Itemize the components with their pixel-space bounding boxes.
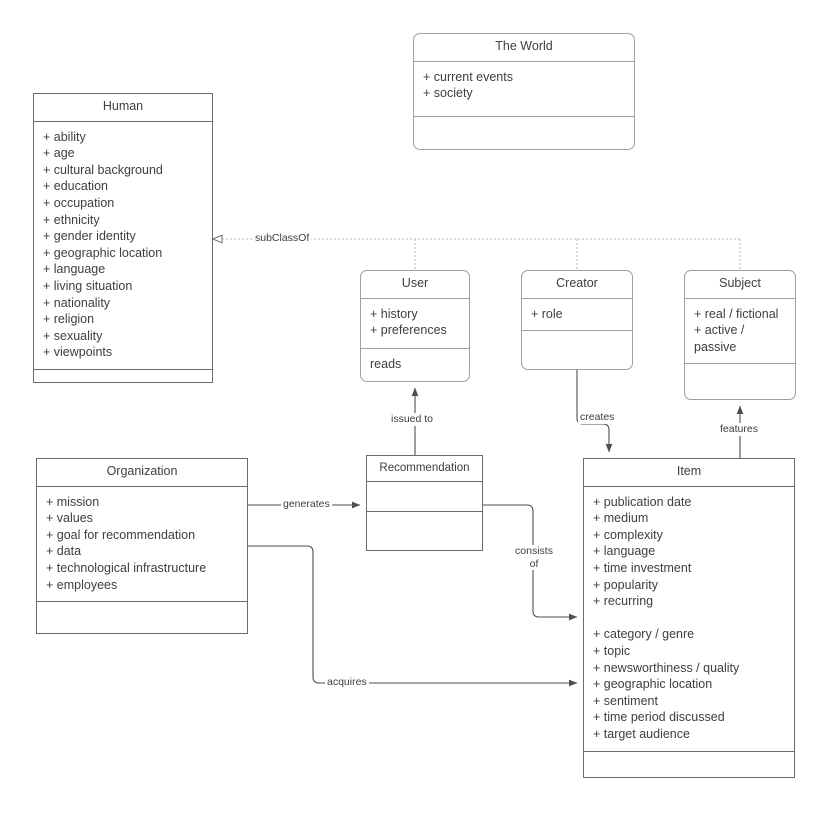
class-operations-creator: [522, 331, 632, 369]
class-box-human[interactable]: Human + ability + age + cultural backgro…: [33, 93, 213, 383]
attribute-item: + target audience: [593, 726, 690, 741]
edge-label-consists-of: consists of: [509, 545, 559, 570]
attribute-item: + geographic location: [43, 245, 163, 260]
edge-label-line: of: [529, 557, 539, 570]
attribute-item: + ethnicity: [43, 212, 100, 227]
edge-label-subclassof: subClassOf: [253, 232, 312, 245]
attribute-item: + living situation: [43, 278, 133, 293]
class-attributes-item: + publication date + medium + complexity…: [584, 487, 794, 752]
attribute-item: + goal for recommendation: [46, 527, 196, 542]
class-title-human: Human: [34, 94, 212, 122]
attribute-item: + geographic location: [593, 677, 713, 692]
operation-item: reads: [370, 357, 402, 372]
class-operations-subject: [685, 364, 795, 399]
class-attributes-recommendation: [367, 482, 482, 512]
class-operations-recommendation: [367, 512, 482, 550]
class-attributes-user: + history + preferences: [361, 299, 469, 350]
attribute-item: + topic: [593, 643, 631, 658]
class-title-subject: Subject: [685, 271, 795, 299]
attribute-item: + time investment: [593, 561, 692, 575]
attribute-spacer: [593, 610, 785, 627]
attribute-item: + sentiment: [593, 693, 658, 708]
class-box-subject[interactable]: Subject + real / fictional + active / pa…: [684, 270, 796, 400]
class-title-creator: Creator: [522, 271, 632, 299]
attribute-item: + complexity: [593, 527, 663, 542]
class-title-recommendation: Recommendation: [367, 456, 482, 483]
class-attributes-the-world: + current events + society: [414, 62, 634, 117]
attribute-item: + occupation: [43, 196, 115, 210]
class-box-organization[interactable]: Organization + mission + values + goal f…: [36, 458, 248, 634]
edge-label-issued-to: issued to: [389, 413, 436, 426]
attribute-item: + category / genre: [593, 627, 695, 642]
attribute-item: + society: [423, 86, 473, 101]
class-box-recommendation[interactable]: Recommendation: [366, 455, 483, 551]
attribute-item: + newsworthiness / quality: [593, 660, 740, 675]
class-operations-the-world: [414, 117, 634, 149]
attribute-item: + real / fictional: [694, 306, 779, 321]
class-title-item: Item: [584, 459, 794, 487]
attribute-item: + preferences: [370, 323, 447, 338]
attribute-item: + publication date: [593, 494, 692, 509]
attribute-item: + popularity: [593, 577, 658, 592]
class-box-the-world[interactable]: The World + current events + society: [413, 33, 635, 150]
class-title-organization: Organization: [37, 459, 247, 487]
attribute-item: + sexuality: [43, 328, 103, 343]
attribute-item: + nationality: [43, 295, 111, 310]
edge-label-line: consists: [515, 545, 553, 557]
class-attributes-subject: + real / fictional + active / passive: [685, 299, 795, 365]
class-attributes-creator: + role: [522, 299, 632, 332]
attribute-item: + role: [531, 306, 563, 321]
edge-label-features: features: [718, 423, 760, 436]
attribute-item: + viewpoints: [43, 345, 113, 360]
class-operations-organization: [37, 602, 247, 633]
attribute-item: + religion: [43, 312, 95, 327]
attribute-item: + gender identity: [43, 229, 136, 244]
attribute-item: + time period discussed: [593, 710, 725, 725]
attribute-item: + age: [43, 146, 75, 161]
attribute-item: + active / passive: [694, 323, 745, 354]
class-box-user[interactable]: User + history + preferences reads: [360, 270, 470, 382]
class-box-item[interactable]: Item + publication date + medium + compl…: [583, 458, 795, 778]
attribute-item: + current events: [423, 69, 513, 84]
attribute-item: + technological infrastructure: [46, 561, 207, 575]
attribute-item: + cultural background: [43, 162, 163, 177]
class-title-user: User: [361, 271, 469, 299]
edge-label-creates: creates: [578, 411, 617, 424]
class-title-the-world: The World: [414, 34, 634, 62]
attribute-item: + data: [46, 544, 82, 559]
attribute-item: + values: [46, 511, 93, 526]
class-operations-user: reads: [361, 349, 469, 381]
attribute-item: + education: [43, 179, 108, 194]
attribute-item: + mission: [46, 494, 100, 509]
attribute-item: + history: [370, 306, 418, 321]
class-attributes-organization: + mission + values + goal for recommenda…: [37, 487, 247, 603]
edge-label-acquires: acquires: [325, 676, 369, 689]
class-attributes-human: + ability + age + cultural background + …: [34, 122, 212, 370]
attribute-item: + medium: [593, 511, 649, 526]
attribute-item: + language: [43, 262, 106, 277]
class-box-creator[interactable]: Creator + role: [521, 270, 633, 370]
attribute-item: + recurring: [593, 594, 654, 609]
attribute-item: + language: [593, 544, 656, 559]
class-operations-human: [34, 370, 212, 385]
class-operations-item: [584, 752, 794, 777]
edge-label-generates: generates: [281, 498, 332, 511]
attribute-item: + employees: [46, 577, 118, 592]
attribute-item: + ability: [43, 129, 86, 144]
